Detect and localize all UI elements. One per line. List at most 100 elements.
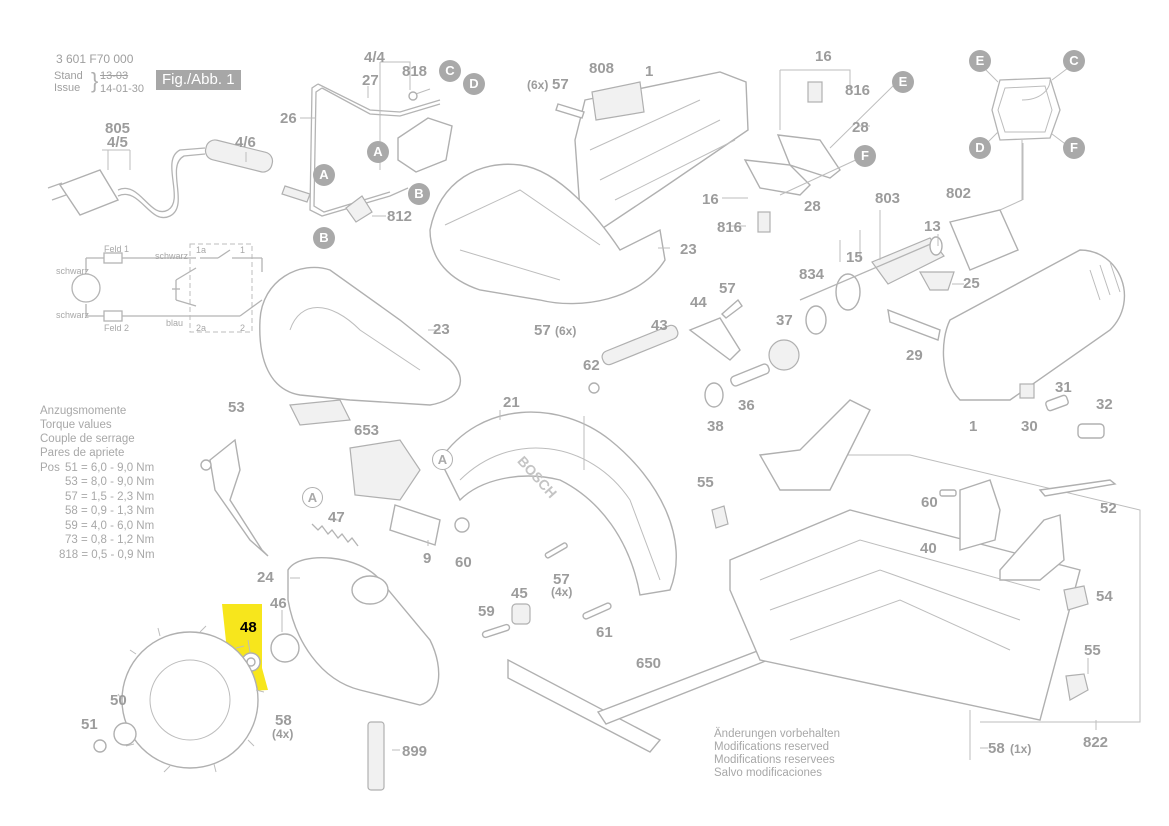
motor-housing: [887, 249, 1126, 439]
part-label-58: 58: [275, 712, 292, 729]
torque-title-de: Anzugsmomente: [40, 405, 127, 417]
figure-label: Fig./Abb. 1: [156, 70, 241, 90]
part-qty-58: (1x): [1010, 742, 1032, 756]
part-label-32: 32: [1096, 396, 1113, 413]
torque-title-fr: Couple de serrage: [40, 433, 135, 445]
torque-row: 53 = 8,0 - 9,0 Nm: [65, 476, 155, 488]
part-label-822: 822: [1083, 734, 1109, 751]
part-59-bolt: [481, 623, 511, 639]
part-label-28: 28: [852, 119, 869, 136]
torque-pos-label: Pos: [40, 462, 60, 474]
lower-blade-guard: [287, 557, 440, 706]
part-label-4-4: 4/4: [364, 49, 385, 66]
part-label-52: 52: [1100, 500, 1117, 517]
connector-c: C: [439, 60, 461, 82]
wiring-label-1: 1: [240, 245, 246, 255]
power-cord: [47, 139, 311, 219]
part-label-25: 25: [963, 275, 980, 292]
wiring-label-2: 2: [240, 323, 246, 333]
part-qty-57: (6x): [555, 324, 577, 338]
part-51-bolt: [93, 739, 107, 753]
part-653: [349, 439, 421, 501]
notice-es: Salvo modificaciones: [714, 767, 823, 779]
part-qty-57: (4x): [551, 585, 573, 599]
part-label-57: 57: [534, 322, 551, 339]
part-label-16: 16: [702, 191, 719, 208]
connector-a-outline: A: [432, 449, 453, 470]
part-label-27: 27: [362, 72, 379, 89]
handle: [259, 266, 461, 426]
base-plate: [729, 399, 1141, 723]
motor-housing-shell: [429, 163, 666, 305]
part-label-58: 58: [988, 740, 1005, 757]
notice-en: Modifications reserved: [714, 741, 830, 753]
torque-row: 51 = 6,0 - 9,0 Nm: [65, 462, 155, 474]
part-label-899: 899: [402, 743, 428, 760]
part-label-15: 15: [846, 249, 863, 266]
part-label-653: 653: [354, 422, 380, 439]
connector-e: E: [969, 50, 991, 72]
part-label-816: 816: [717, 219, 743, 236]
part-label-1: 1: [645, 63, 654, 80]
issue-label: Issue: [54, 82, 81, 94]
part-label-23: 23: [680, 241, 697, 258]
part-label-43: 43: [651, 317, 668, 334]
part-number: 3 601 F70 000: [56, 52, 134, 66]
part-label-55: 55: [697, 474, 714, 491]
stand-value-struck: 13-03: [100, 70, 129, 82]
part-label-818: 818: [402, 63, 428, 80]
part-label-60: 60: [921, 494, 938, 511]
part-label-60: 60: [455, 554, 472, 571]
part-label-47: 47: [328, 509, 345, 526]
part-50-flange: [113, 722, 137, 746]
wiring-label-feld1: Feld 1: [104, 244, 130, 254]
part-label-57: 57: [553, 571, 570, 588]
part-label-54: 54: [1096, 588, 1113, 605]
torque-title-en: Torque values: [40, 419, 112, 431]
connector-a-outline: A: [302, 487, 323, 508]
part-899-tube: [367, 721, 385, 791]
part-label-51: 51: [81, 716, 98, 733]
part-9: [389, 504, 441, 546]
part-label-38: 38: [707, 418, 724, 435]
part-label-48-highlighted: 48: [240, 619, 257, 636]
part-label-61: 61: [596, 624, 613, 641]
part-label-37: 37: [776, 312, 793, 329]
stand-label: Stand: [54, 70, 83, 82]
part-label-9: 9: [423, 550, 432, 567]
part-qty-57: (6x): [527, 78, 549, 92]
part-60-screw: [454, 517, 470, 533]
connector-f: F: [854, 145, 876, 167]
part-label-816: 816: [845, 82, 871, 99]
wiring-label-feld2: Feld 2: [104, 323, 130, 333]
connector-d: D: [463, 73, 485, 95]
part-label-57: 57: [719, 280, 736, 297]
connector-d: D: [969, 137, 991, 159]
part-label-21: 21: [503, 394, 520, 411]
torque-row: 73 = 0,8 - 1,2 Nm: [65, 534, 155, 546]
part-label-55: 55: [1084, 642, 1101, 659]
torque-title-es: Pares de apriete: [40, 447, 125, 459]
part-label-59: 59: [478, 603, 495, 620]
part-label-834: 834: [799, 266, 825, 283]
wiring-label-schwarz-1: schwarz: [56, 266, 90, 276]
part-46-ring: [270, 633, 300, 663]
connector-b: B: [313, 227, 335, 249]
wiring-label-1a: 1a: [196, 245, 207, 255]
saw-blade: [117, 625, 265, 773]
part-61-pin: [582, 602, 612, 620]
torque-row: 57 = 1,5 - 2,3 Nm: [65, 491, 155, 503]
part-47-spring: [311, 523, 359, 547]
part-label-1: 1: [969, 418, 978, 435]
wiring-label-schwarz-2: schwarz: [56, 310, 90, 320]
notice-fr: Modifications reservees: [714, 754, 835, 766]
connector-c: C: [1063, 50, 1085, 72]
part-label-29: 29: [906, 347, 923, 364]
leader-lines: [102, 61, 1097, 760]
brace: }: [91, 68, 99, 93]
brush-holders: [743, 81, 896, 233]
notice-de: Änderungen vorbehalten: [714, 728, 840, 740]
part-label-4-6: 4/6: [235, 134, 256, 151]
stator-connector-ring: [983, 67, 1069, 147]
